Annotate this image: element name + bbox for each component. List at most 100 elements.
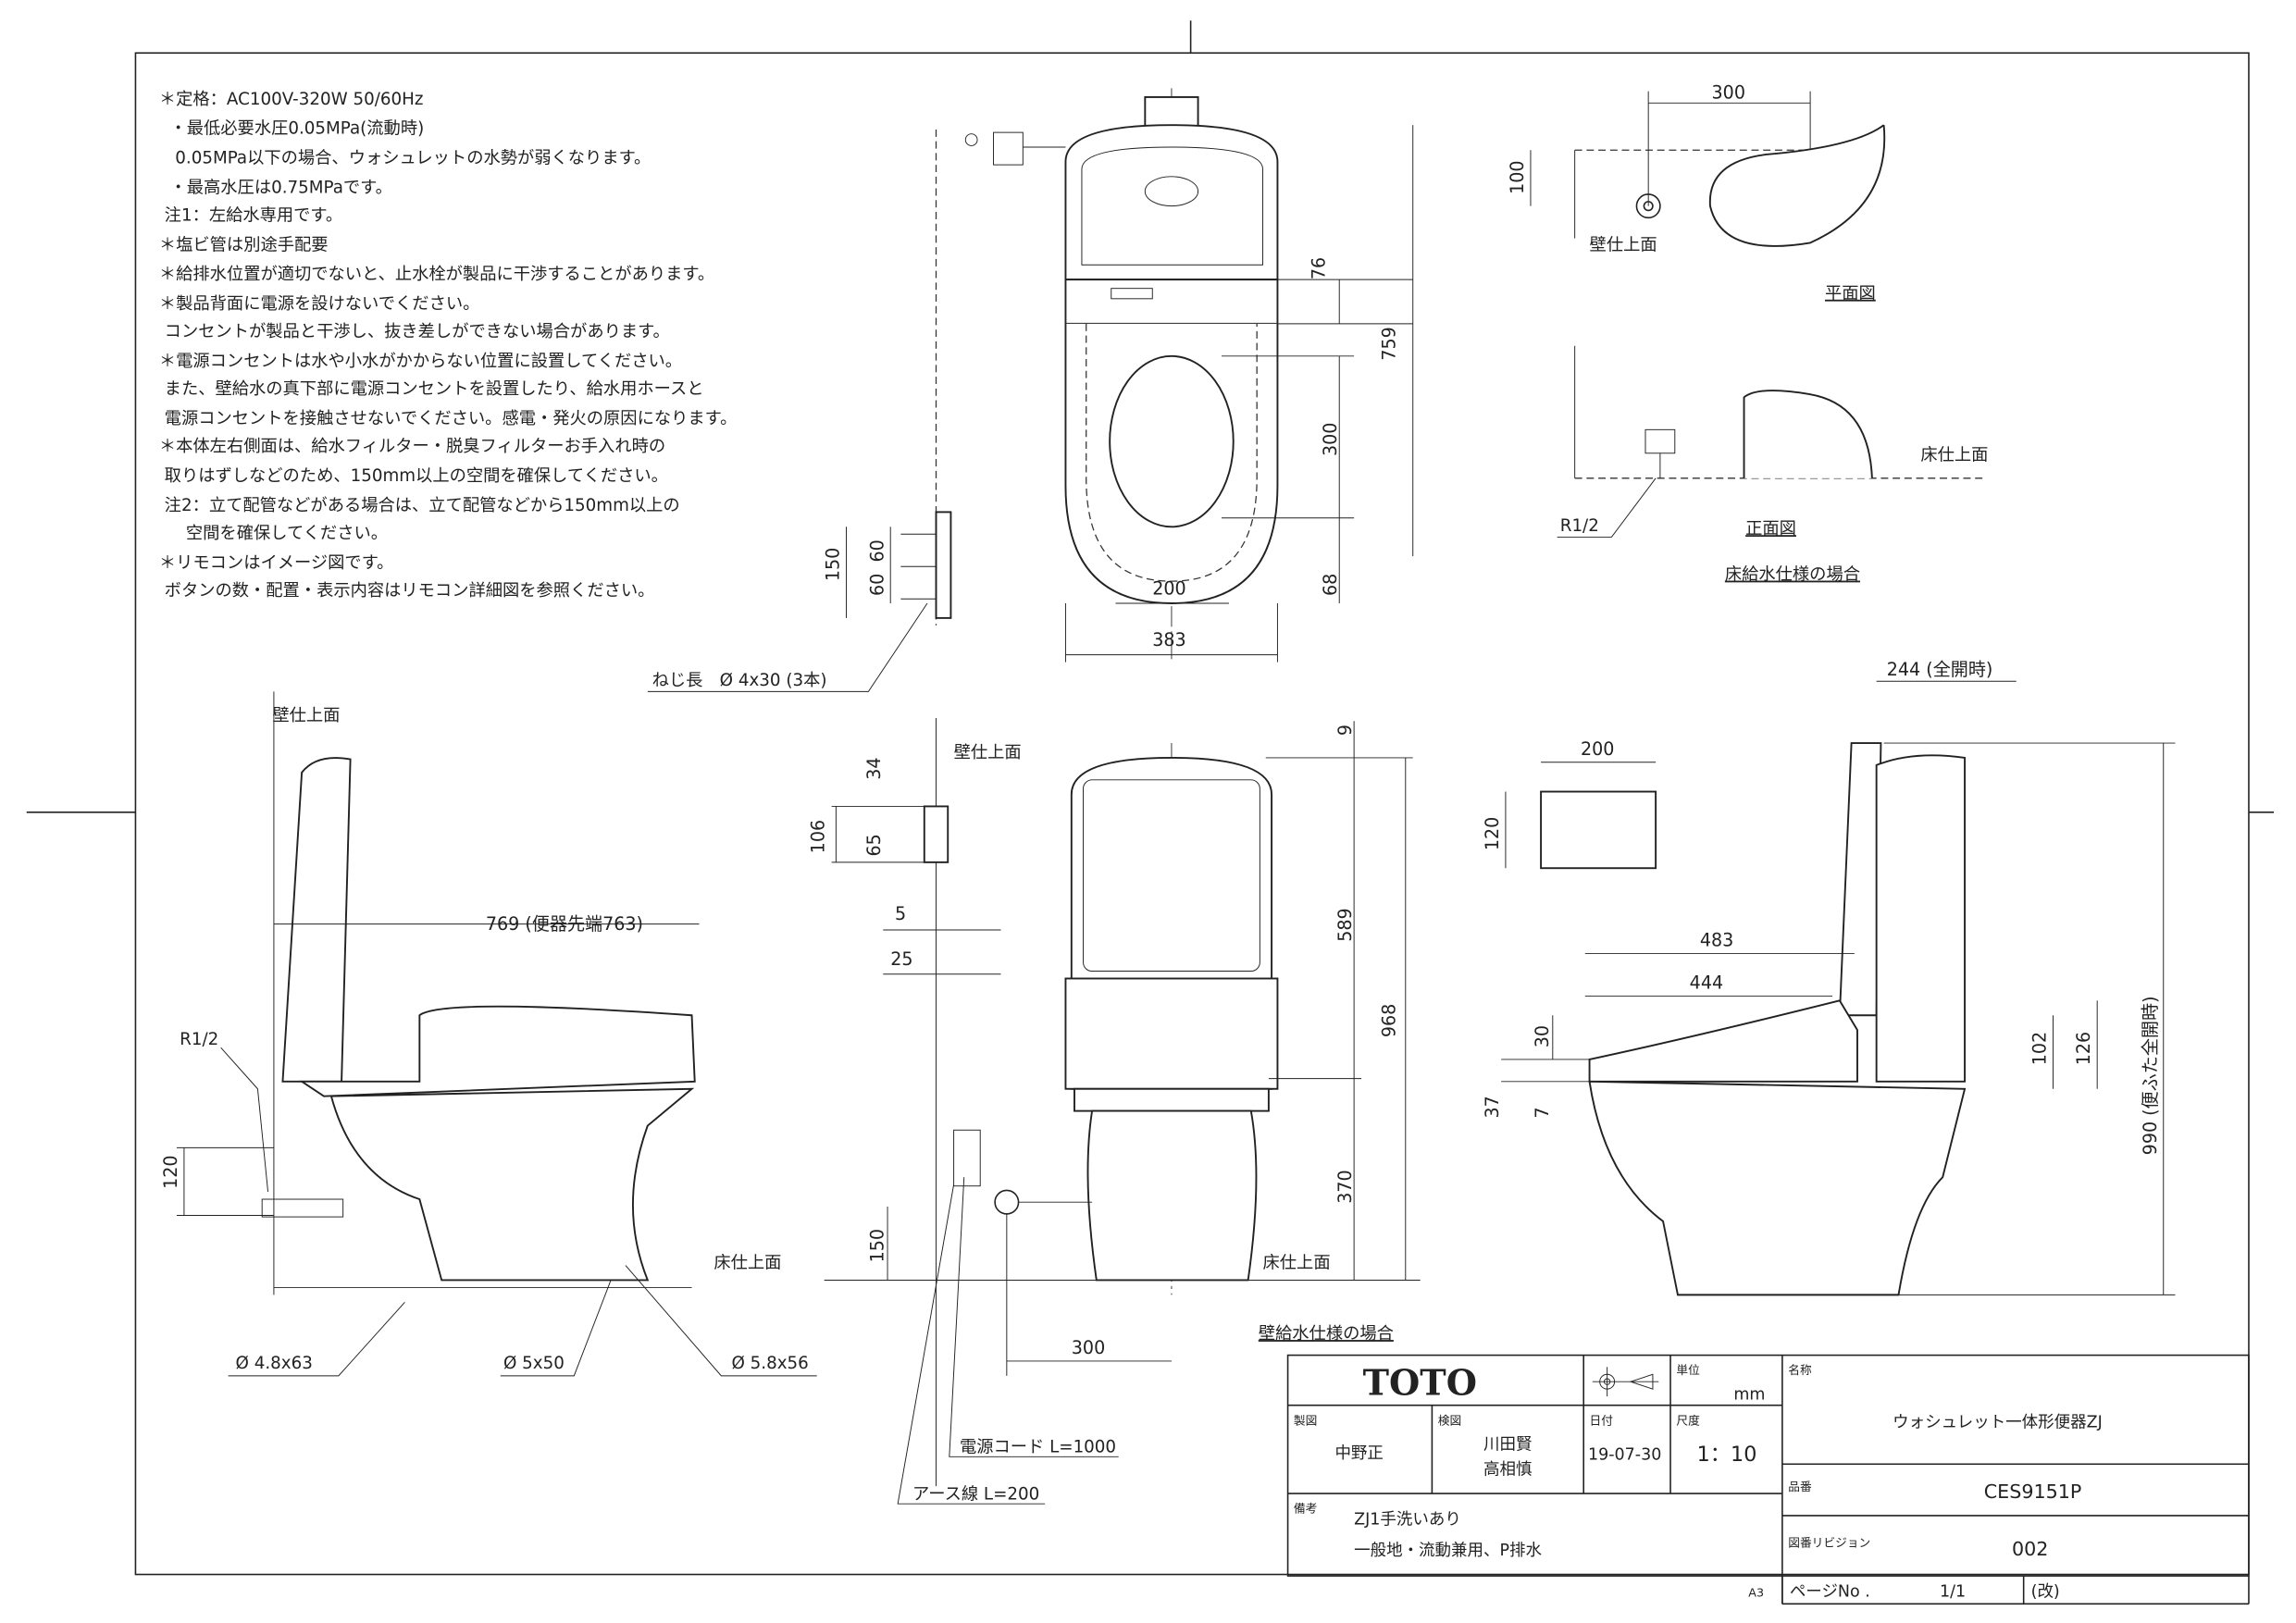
note-line: ＊給排水位置が適切でないと、止水栓が製品に干渉することがあります。 bbox=[159, 265, 714, 284]
dim-100: 100 bbox=[1508, 160, 1528, 193]
top-view: 76 759 300 68 200 383 bbox=[935, 88, 1414, 663]
plan-view-title: 平面図 bbox=[1825, 284, 1876, 304]
part-label: 品番 bbox=[1788, 1480, 1812, 1493]
dim-7: 7 bbox=[1533, 1107, 1553, 1118]
drawn-by: 中野正 bbox=[1334, 1444, 1383, 1463]
note-line: 0.05MPa以下の場合、ウォシュレットの水勢が弱くなります。 bbox=[159, 149, 651, 168]
front-view-title: 正面図 bbox=[1745, 519, 1796, 539]
dim-37: 37 bbox=[1483, 1096, 1503, 1118]
note-line: ＊塩ビ管は別途手配要 bbox=[159, 235, 329, 254]
thread-label: R1/2 bbox=[180, 1030, 218, 1049]
remarks-line: 一般地・流動兼用、P排水 bbox=[1354, 1542, 1542, 1560]
note-line: 取りはずしなどのため、150mm以上の空間を確保してください。 bbox=[159, 466, 668, 486]
toto-logo: TOTO bbox=[1363, 1362, 1477, 1404]
dim-60: 60 bbox=[867, 574, 887, 596]
note-line: ・最低必要水圧0.05MPa(流動時) bbox=[159, 119, 424, 139]
dim-68: 68 bbox=[1321, 574, 1341, 596]
dim-30: 30 bbox=[1533, 1025, 1553, 1047]
dim-9: 9 bbox=[1335, 725, 1356, 736]
earth-wire-label: アース線 L=200 bbox=[912, 1484, 1039, 1504]
name-label: 名称 bbox=[1788, 1363, 1812, 1377]
dim-300: 300 bbox=[1072, 1338, 1105, 1358]
note-line: 注2：立て配管などがある場合は、立て配管などから150mm以上の bbox=[159, 496, 680, 515]
screw-label-b: Ø 5x50 bbox=[503, 1354, 565, 1373]
note-line: ＊定格：AC100V-320W 50/60Hz bbox=[159, 90, 424, 109]
checked-by: 川田賢 bbox=[1483, 1435, 1532, 1454]
screw-label: ねじ長 Ø 4x30 (3本) bbox=[652, 671, 827, 690]
dim-200: 200 bbox=[1152, 578, 1185, 599]
dim-25: 25 bbox=[890, 949, 912, 970]
floor-finish-label: 床仕上面 bbox=[1263, 1254, 1331, 1273]
screw-label-a: Ø 4.8x63 bbox=[236, 1354, 313, 1373]
paper-size: A3 bbox=[1748, 1585, 1764, 1599]
scale-value: 1：10 bbox=[1697, 1443, 1757, 1467]
note-line: ＊電源コンセントは水や小水がかからない位置に設置してください。 bbox=[159, 352, 682, 371]
date-value: 19-07-30 bbox=[1588, 1445, 1661, 1464]
note-line: 注1：左給水専用です。 bbox=[159, 206, 342, 226]
dim-444: 444 bbox=[1690, 973, 1723, 994]
dim-370: 370 bbox=[1335, 1170, 1356, 1203]
dim-102: 102 bbox=[2030, 1032, 2051, 1065]
dim-968: 968 bbox=[1380, 1004, 1400, 1037]
revision-mark: (改) bbox=[2031, 1582, 2060, 1601]
page-label: ページNo . bbox=[1790, 1582, 1870, 1601]
supply-connector-icon bbox=[1635, 193, 1661, 219]
front-view: 壁仕上面 106 34 65 5 25 9 589 968 370 150 30… bbox=[809, 718, 1421, 1505]
wall-supply-caption: 壁給水仕様の場合 bbox=[1259, 1324, 1394, 1344]
dim-120: 120 bbox=[1483, 817, 1503, 850]
dim-120: 120 bbox=[161, 1155, 181, 1188]
checked-label: 検図 bbox=[1438, 1413, 1461, 1427]
dim-244: 244 (全開時) bbox=[1887, 660, 1993, 680]
note-line: ＊本体左右側面は、給水フィルター・脱臭フィルターお手入れ時の bbox=[159, 437, 665, 456]
dim-34: 34 bbox=[864, 758, 885, 780]
note-line: コンセントが製品と干渉し、抜き差しができない場合があります。 bbox=[159, 322, 670, 341]
wall-finish-label: 壁仕上面 bbox=[1590, 235, 1657, 254]
dim-383: 383 bbox=[1152, 630, 1185, 650]
floor-supply-view: R1/2 床仕上面 正面図 床給水仕様の場合 bbox=[1557, 345, 1988, 585]
dim-150: 150 bbox=[824, 548, 844, 581]
note-line: ＊製品背面に電源を設けないでください。 bbox=[159, 294, 480, 314]
title-block: TOTO 単位 mm 名称 ウォシュレット一体形便器ZJ 製図 中野正 検図 川… bbox=[1286, 1354, 2250, 1605]
unit-label: 単位 bbox=[1676, 1363, 1700, 1377]
floor-finish-label: 床仕上面 bbox=[1920, 446, 1988, 465]
dim-759: 759 bbox=[1380, 327, 1400, 360]
dim-5: 5 bbox=[895, 904, 906, 924]
note-line: 電源コンセントを接触させないでください。感電・発火の原因になります。 bbox=[159, 409, 737, 428]
power-cord-label: 電源コード L=1000 bbox=[960, 1438, 1116, 1457]
dim-200: 200 bbox=[1581, 739, 1614, 760]
remarks-label: 備考 bbox=[1294, 1502, 1317, 1516]
supply-connector-icon bbox=[994, 1189, 1020, 1215]
dim-300: 300 bbox=[1321, 423, 1341, 456]
checked-by: 高相慎 bbox=[1483, 1460, 1532, 1479]
plan-view: 300 100 壁仕上面 平面図 bbox=[1508, 83, 1886, 304]
wall-finish-label: 壁仕上面 bbox=[954, 743, 1022, 762]
date-label: 日付 bbox=[1590, 1413, 1614, 1427]
note-line: ・最高水圧は0.75MPaです。 bbox=[159, 178, 392, 197]
dim-300: 300 bbox=[1712, 83, 1745, 104]
dim-483: 483 bbox=[1700, 931, 1733, 951]
dim-150: 150 bbox=[867, 1229, 887, 1262]
revision-label: 図番リビジョン bbox=[1788, 1535, 1870, 1549]
note-line: また、壁給水の真下部に電源コンセントを設置したり、給水用ホースと bbox=[159, 379, 704, 399]
floor-supply-caption: 床給水仕様の場合 bbox=[1725, 565, 1860, 585]
third-angle-projection-icon bbox=[1592, 1367, 1659, 1397]
page-number: 1/1 bbox=[1940, 1582, 1966, 1601]
screw-label-c: Ø 5.8x56 bbox=[731, 1354, 808, 1373]
dim-106: 106 bbox=[809, 820, 829, 853]
dim-76: 76 bbox=[1309, 257, 1329, 279]
side-view-right: 200 120 244 (全開時) 483 444 30 37 7 102 12… bbox=[1483, 660, 2176, 1296]
notes-block: ＊定格：AC100V-320W 50/60Hz ・最低必要水圧0.05MPa(流… bbox=[159, 90, 737, 601]
side-view-left: 壁仕上面 769 (便器先端763) 120 R1/2 Ø 4.8x63 Ø 5… bbox=[161, 691, 817, 1377]
part-number: CES9151P bbox=[1984, 1481, 2082, 1503]
note-line: ボタンの数・配置・表示内容はリモコン詳細図を参照ください。 bbox=[159, 581, 655, 601]
floor-finish-label: 床仕上面 bbox=[714, 1254, 781, 1273]
dim-126: 126 bbox=[2074, 1032, 2094, 1065]
dim-589: 589 bbox=[1335, 908, 1356, 941]
dim-769: 769 (便器先端763) bbox=[486, 914, 643, 935]
remarks-line: ZJ1手洗いあり bbox=[1354, 1510, 1461, 1529]
unit-value: mm bbox=[1733, 1385, 1765, 1404]
drawn-label: 製図 bbox=[1294, 1413, 1317, 1427]
remote-control-side: 150 60 60 ねじ長 Ø 4x30 (3本) bbox=[647, 511, 952, 692]
product-name: ウォシュレット一体形便器ZJ bbox=[1893, 1414, 2103, 1432]
